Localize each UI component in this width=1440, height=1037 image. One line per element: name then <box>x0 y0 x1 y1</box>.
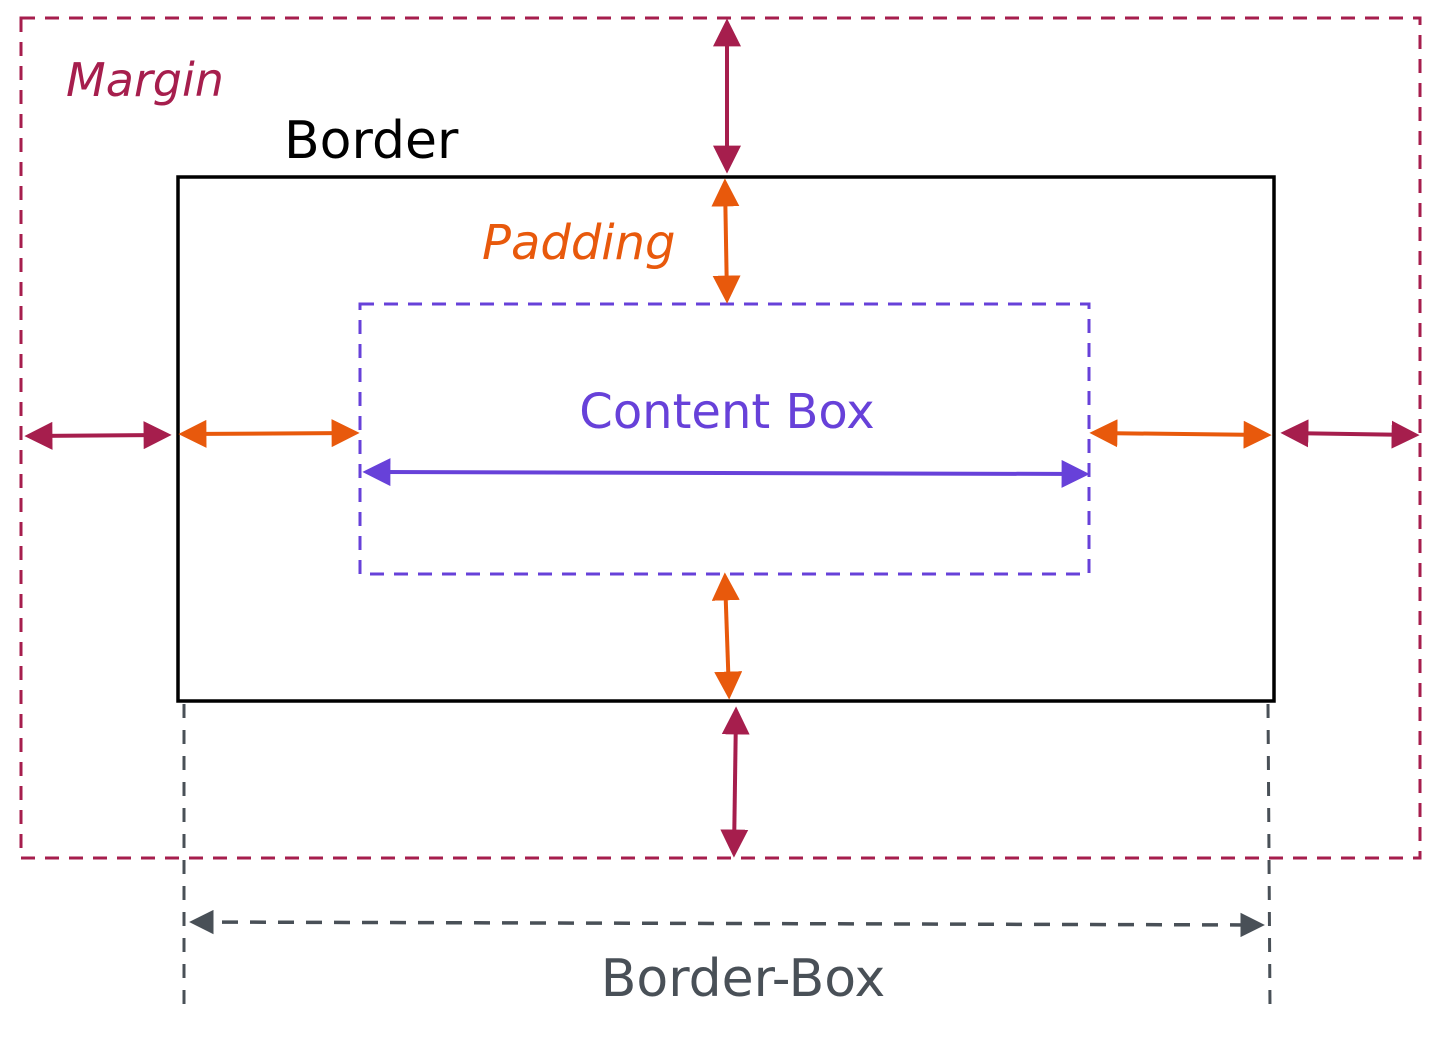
margin-bottom-arrow <box>720 706 750 858</box>
border-box-width-arrow <box>189 909 1265 938</box>
border-box <box>176 175 1276 703</box>
border-box-label: Border-Box <box>601 949 886 1009</box>
border-label: Border <box>284 111 459 171</box>
content-box <box>358 302 1091 576</box>
padding-bottom-arrow <box>711 572 743 700</box>
margin-left-arrow <box>24 421 172 450</box>
padding-left-arrow <box>178 419 360 448</box>
padding-label: Padding <box>482 215 676 271</box>
margin-right-arrow <box>1280 419 1420 449</box>
margin-box <box>19 16 1422 860</box>
content-width-arrow <box>362 458 1090 488</box>
margin-label: Margin <box>66 53 224 107</box>
border-box-right-guide <box>1266 703 1272 1009</box>
padding-right-arrow <box>1089 419 1272 449</box>
padding-top-arrow <box>711 178 741 304</box>
content-box-label: Content Box <box>579 384 874 440</box>
